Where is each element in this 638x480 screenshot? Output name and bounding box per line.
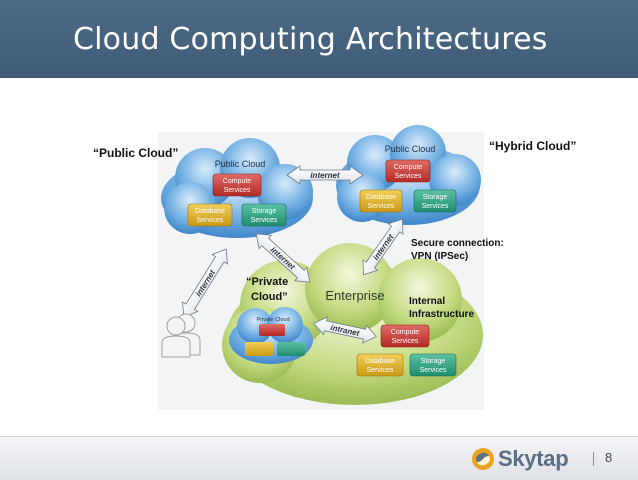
svg-text:Services: Services [420,367,447,374]
storage-services-enterprise: Storage Services [409,353,457,377]
cloud-architecture-diagram: Compute Services Database Services Stora… [158,125,484,410]
slide-title: Cloud Computing Architectures [73,22,548,57]
compute-services-enterprise: Compute Services [380,324,430,348]
svg-text:Compute: Compute [391,329,420,336]
private-storage-box [277,342,305,356]
storage-services-right: Storage Services [413,189,457,213]
storage-services-left: Storage Services [241,203,287,227]
footer-separator [593,452,594,466]
svg-text:Services: Services [392,338,419,345]
internet-arrow-horizontal: internet [286,165,364,185]
vpn-label: VPN (IPSec) [411,251,469,262]
svg-text:Services: Services [367,367,394,374]
hybrid-cloud-label: “Hybrid Cloud” [489,139,577,153]
footer-bar [0,436,638,480]
user-icon [161,313,201,358]
private-cloud-small-title: Private Cloud [256,317,289,323]
database-services-enterprise: Database Services [356,353,404,377]
svg-text:Compute: Compute [394,164,423,171]
infrastructure-label: Infrastructure [409,309,475,320]
internal-label: Internal [409,296,446,307]
page-number: 8 [605,450,613,465]
private-database-box [245,342,273,356]
database-services-right: Database Services [359,189,403,213]
database-services-left: Database Services [187,203,233,227]
svg-text:Database: Database [366,194,396,201]
secure-connection-label: Secure connection: [411,238,504,249]
enterprise-title: Enterprise [325,288,384,303]
private-compute-box [259,324,285,336]
skytap-logo-icon [472,448,494,470]
compute-services-right: Compute Services [385,159,431,183]
public-cloud-left-title: Public Cloud [215,159,266,169]
skytap-logo-text: Skytap [498,446,569,471]
svg-text:Storage: Storage [421,358,446,365]
svg-text:Services: Services [197,217,224,224]
svg-text:Services: Services [224,187,251,194]
svg-text:Database: Database [365,358,395,365]
public-cloud-label: “Public Cloud” [93,146,179,160]
title-bar: Cloud Computing Architectures [0,0,638,78]
compute-services-left: Compute Services [212,173,262,197]
private-cloud-label-line2: Cloud” [251,291,288,303]
svg-text:Storage: Storage [423,194,448,201]
svg-text:Services: Services [422,203,449,210]
svg-text:Services: Services [395,173,422,180]
private-cloud-label-line1: “Private [246,276,289,288]
public-cloud-right-title: Public Cloud [385,144,436,154]
svg-text:Services: Services [251,217,278,224]
svg-text:Storage: Storage [252,208,277,215]
svg-text:internet: internet [310,171,340,180]
svg-text:Services: Services [368,203,395,210]
svg-text:Database: Database [195,208,225,215]
svg-text:Compute: Compute [223,178,252,185]
